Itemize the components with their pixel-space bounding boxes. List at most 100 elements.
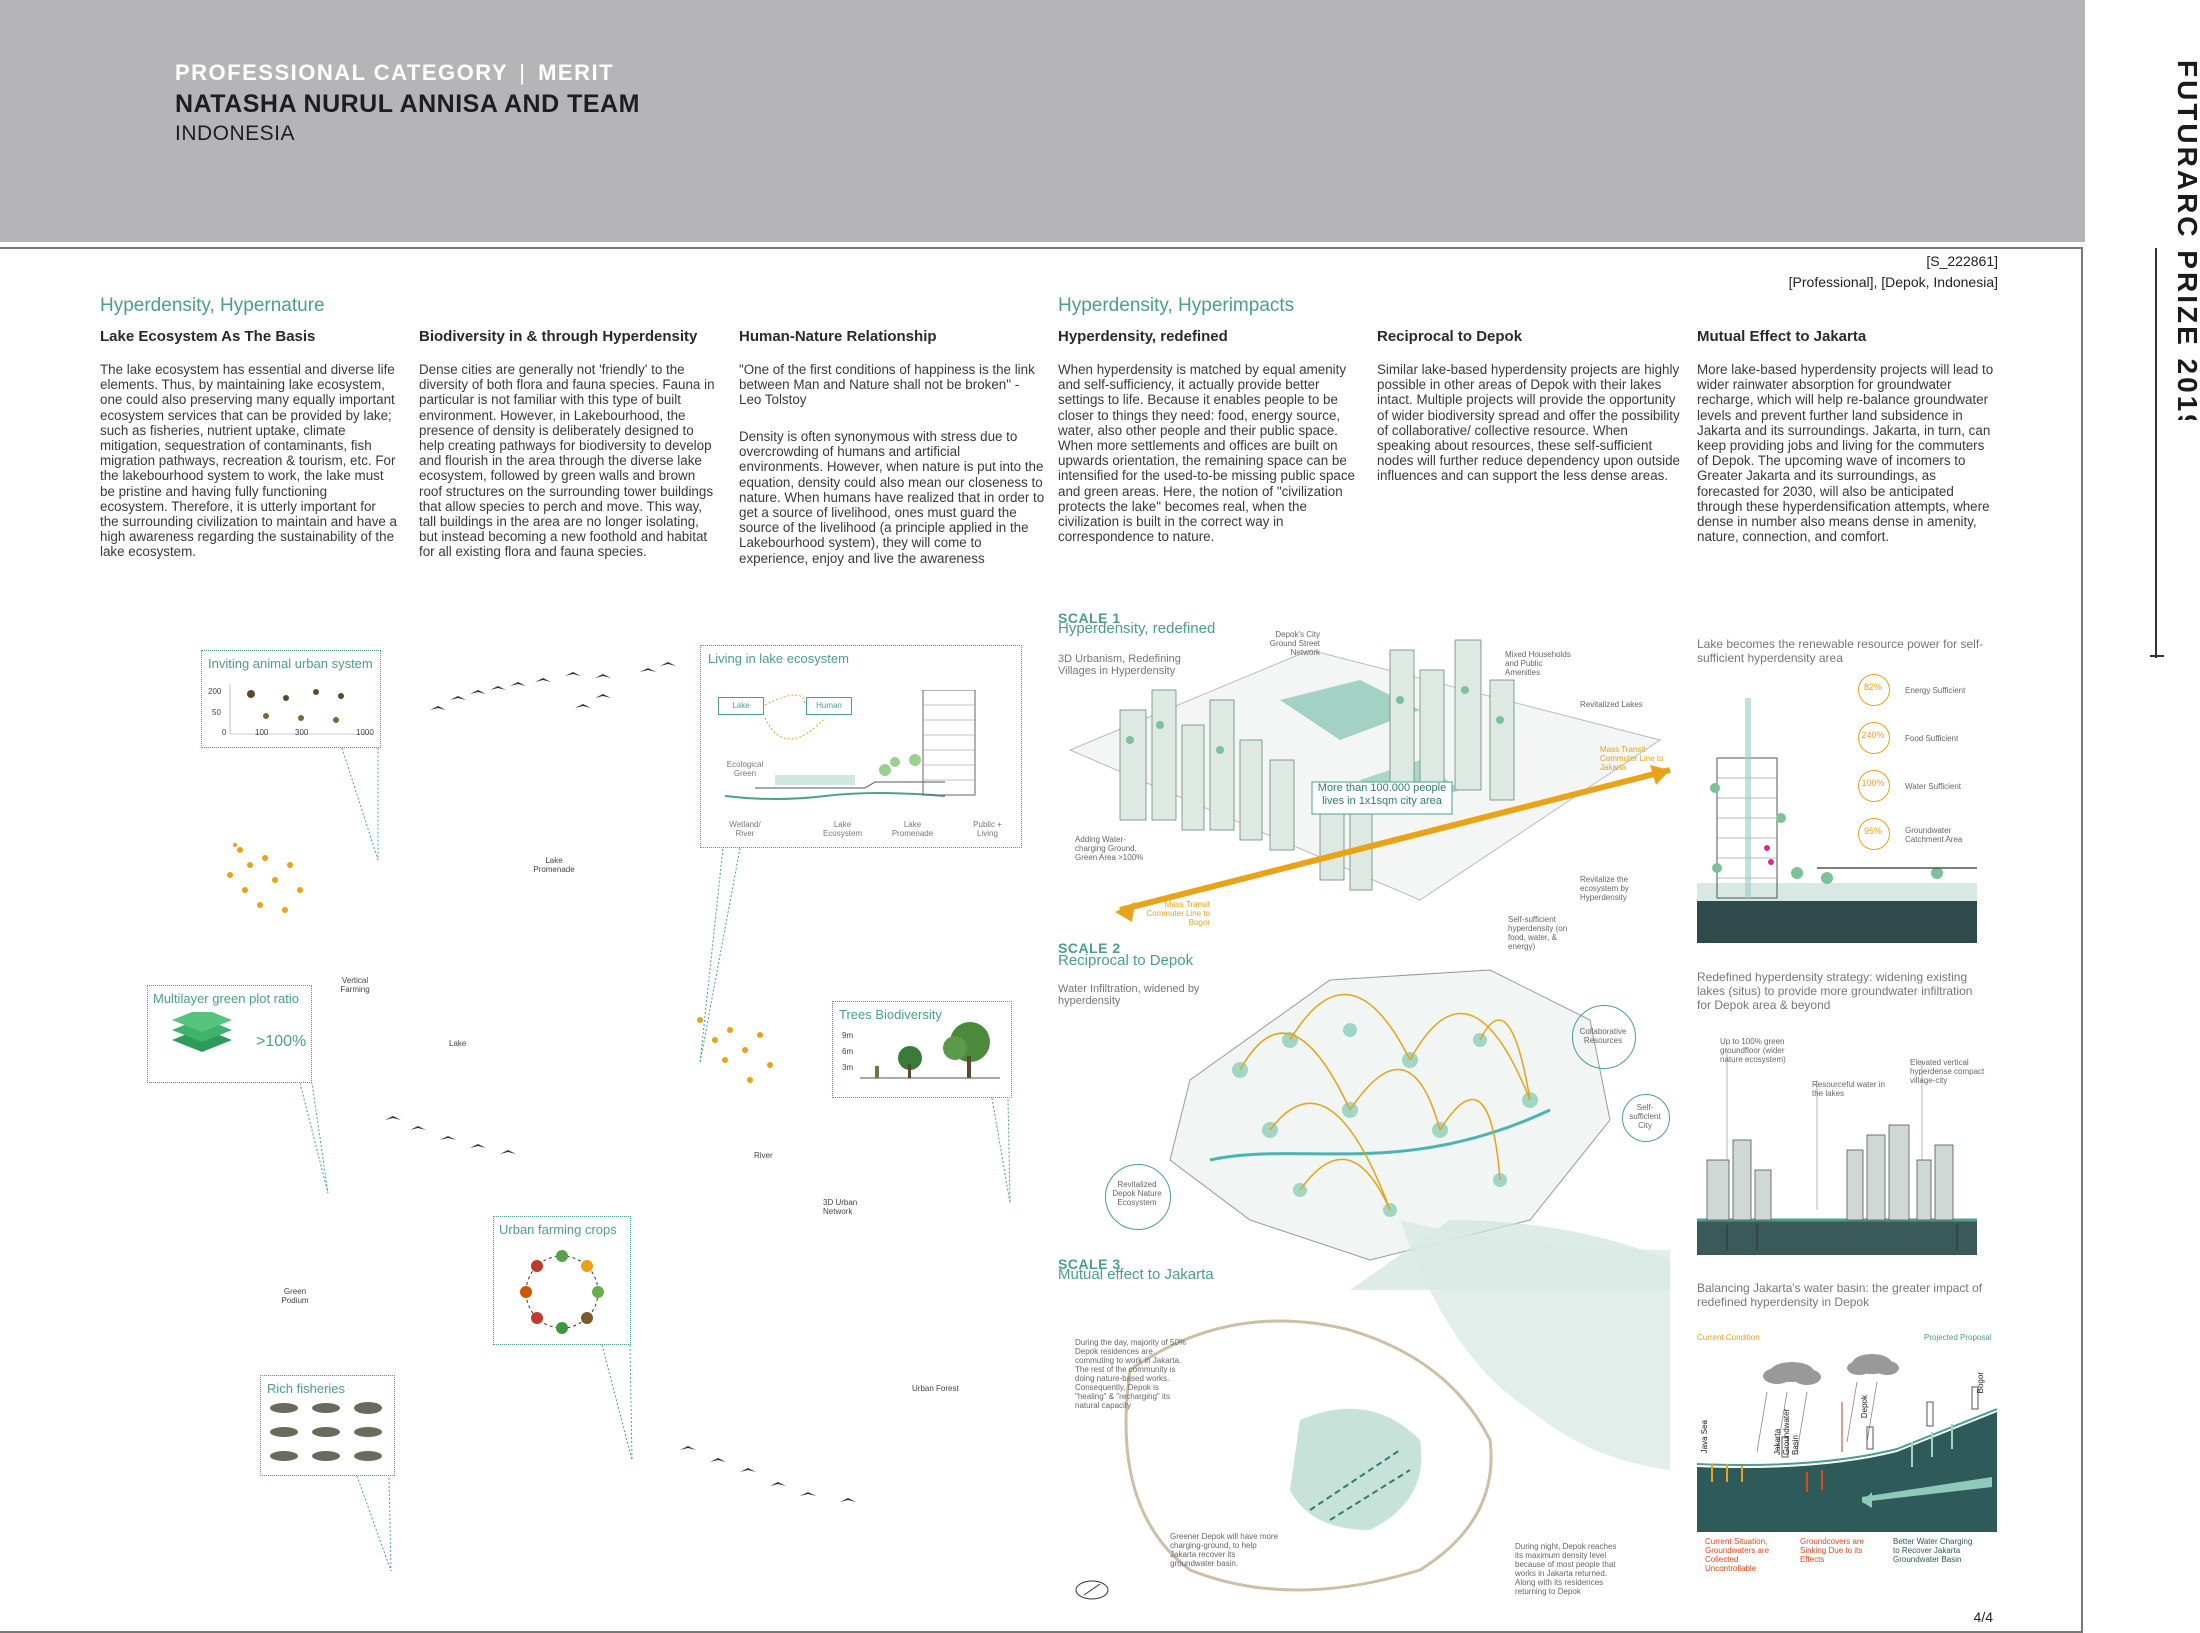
s3-note-2: Greener Depok will have more charging-gr… bbox=[1170, 1532, 1279, 1568]
callout-trees-pointer bbox=[991, 1098, 1011, 1204]
side-title: FUTURARC PRIZE 2019 bbox=[2172, 60, 2200, 420]
callout-trees bbox=[832, 1001, 1012, 1098]
butterflies-1 bbox=[227, 843, 303, 913]
trees-height-9m: 9m bbox=[842, 1031, 854, 1040]
scale1-desc: 3D Urbanism, Redefining Villages in Hype… bbox=[1058, 653, 1181, 677]
birds-flock-1 bbox=[430, 662, 676, 710]
lake-eco-box-lake: Lake bbox=[718, 697, 764, 715]
scale1-banner: More than 100.000 people lives in 1x1sqm… bbox=[1317, 782, 1447, 807]
award-label: MERIT bbox=[538, 60, 615, 85]
side-rule bbox=[2155, 248, 2157, 658]
stat-water-label: Water Sufficient bbox=[1905, 782, 1962, 791]
side-title-text: FUTURARC PRIZE 2019 bbox=[2172, 60, 2200, 420]
fish-grid bbox=[270, 1402, 382, 1461]
stat-ring-groundwater bbox=[1858, 818, 1890, 850]
green-layers-icon bbox=[172, 1012, 232, 1052]
header-band bbox=[0, 0, 2085, 242]
s2-ring-1 bbox=[1572, 1005, 1636, 1069]
side-rule-tick bbox=[2150, 655, 2164, 657]
stat-energy-value: 82% bbox=[1863, 682, 1882, 692]
s2-note-1: Collaborative Resources bbox=[1579, 1027, 1627, 1045]
right-section-title: Hyperdensity, Hyperimpacts bbox=[1058, 295, 1295, 316]
stat-energy-label: Energy Sufficient bbox=[1905, 686, 1966, 695]
scale1-sub: Hyperdensity, redefined bbox=[1058, 620, 1216, 637]
s1-note-7: Revitalize the ecosystem by Hyperdensity bbox=[1580, 875, 1629, 902]
col6-title: Mutual Effect to Jakarta bbox=[1697, 328, 1867, 345]
place-java-sea: Java Sea bbox=[1700, 1420, 1709, 1454]
col2-title: Biodiversity in & through Hyperdensity bbox=[419, 328, 698, 345]
s1-note-3: Revitalized Lakes bbox=[1580, 700, 1643, 709]
s2-ring-2 bbox=[1622, 1094, 1670, 1142]
p3-note-1: Current Situation, Groundwaters are Coll… bbox=[1705, 1537, 1770, 1573]
category-line: PROFESSIONAL CATEGORY | MERIT bbox=[175, 60, 614, 86]
s1-note-5: Adding Water-charging Ground, Green Area… bbox=[1075, 835, 1144, 862]
trees-height-3m: 3m bbox=[842, 1063, 854, 1072]
birds-flock-3 bbox=[680, 1446, 856, 1502]
col3-title: Human-Nature Relationship bbox=[739, 328, 937, 345]
country-name: INDONESIA bbox=[175, 122, 296, 145]
callout-green-ratio-pointer bbox=[300, 1083, 329, 1194]
label-river: River bbox=[754, 1151, 773, 1160]
s1-note-1: Depok's City Ground Street Network bbox=[1269, 630, 1320, 657]
col1-title: Lake Ecosystem As The Basis bbox=[100, 328, 316, 345]
callout-fisheries-title: Rich fisheries bbox=[267, 1381, 346, 1396]
place-bogor: Bogor bbox=[1976, 1372, 1985, 1394]
col3-quote: "One of the first conditions of happines… bbox=[739, 362, 1035, 408]
animal-axis-100: 100 bbox=[255, 728, 269, 737]
callout-lake-eco-title: Living in lake ecosystem bbox=[708, 651, 849, 666]
scale3-sub: Mutual effect to Jakarta bbox=[1058, 1266, 1214, 1283]
label-green-podium: Green Podium bbox=[281, 1287, 309, 1305]
scale3-label: SCALE 3 bbox=[1058, 1256, 1121, 1272]
category-label: PROFESSIONAL CATEGORY bbox=[175, 60, 508, 85]
col5-title: Reciprocal to Depok bbox=[1377, 328, 1523, 345]
s1-note-8: Self-sufficient hyperdensity (on food, w… bbox=[1508, 915, 1568, 951]
p3-projected-label: Projected Proposal bbox=[1924, 1333, 1992, 1342]
animal-axis-0: 0 bbox=[222, 728, 227, 737]
lake-eco-diagram bbox=[724, 690, 976, 800]
board-frame bbox=[0, 247, 2083, 1633]
panel3-basin-diagram bbox=[1697, 1354, 1997, 1532]
callout-animal-title: Inviting animal urban system bbox=[208, 656, 373, 671]
callout-lake-eco-pointer bbox=[699, 848, 741, 1064]
lake-eco-green: Ecological Green bbox=[726, 760, 764, 778]
scale3-jakarta-map bbox=[1075, 1220, 1670, 1600]
animal-axis-200: 200 bbox=[208, 687, 222, 696]
submission-id: [S_222861] bbox=[1926, 253, 1998, 269]
stat-ring-food bbox=[1858, 722, 1890, 754]
panel2-caption: Redefined hyperdensity strategy: widenin… bbox=[1697, 970, 1973, 1012]
stat-groundwater-label: Groundwater Catchment Area bbox=[1905, 826, 1963, 844]
s3-note-1: During the day, majority of 50% Depok re… bbox=[1075, 1338, 1187, 1410]
lake-eco-label-3: Lake Promenade bbox=[891, 820, 934, 838]
stat-food-label: Food Sufficient bbox=[1905, 734, 1959, 743]
crops-ring bbox=[520, 1250, 604, 1334]
scale1-axonometric bbox=[1068, 639, 1671, 922]
animal-axis-50: 50 bbox=[212, 708, 221, 717]
col4-title: Hyperdensity, redefined bbox=[1058, 328, 1228, 345]
label-lake-promenade: Lake Promenade bbox=[533, 856, 575, 874]
callout-fisheries bbox=[260, 1375, 395, 1476]
lake-eco-label-1: Wetland/ River bbox=[729, 820, 761, 838]
lakebourhood-plan bbox=[227, 662, 856, 1502]
p2-note-3: Elevated vertical hyperdense compact vil… bbox=[1910, 1058, 1985, 1085]
p3-current-label: Current Condition bbox=[1697, 1333, 1760, 1342]
callout-farming-title: Urban farming crops bbox=[499, 1222, 617, 1237]
col4-text: When hyperdensity is matched by equal am… bbox=[1058, 362, 1355, 545]
p3-note-2: Groundcovers are Sinking Due to its Effe… bbox=[1800, 1537, 1865, 1564]
s1-note-2: Mixed Households and Public Amenities bbox=[1505, 650, 1571, 677]
lake-eco-label-4: Public + Living bbox=[973, 820, 1002, 838]
p2-note-2: Resourceful water in the lakes bbox=[1812, 1080, 1885, 1098]
left-section-title: Hyperdensity, Hypernature bbox=[100, 295, 325, 316]
team-name: NATASHA NURUL ANNISA AND TEAM bbox=[175, 90, 640, 118]
col2-text: Dense cities are generally not 'friendly… bbox=[419, 362, 715, 560]
page-number: 4/4 bbox=[1973, 1609, 1993, 1625]
scale2-label: SCALE 2 bbox=[1058, 940, 1121, 956]
p3-note-3: Better Water Charging to Recover Jakarta… bbox=[1893, 1537, 1973, 1564]
place-jakarta-basin: Jakarta Groundwater Basin bbox=[1773, 1408, 1800, 1455]
category-separator: | bbox=[519, 60, 527, 85]
p2-note-1: Up to 100% green groundfloor (wider natu… bbox=[1720, 1037, 1786, 1064]
callout-green-ratio-title: Multilayer green plot ratio bbox=[153, 991, 299, 1006]
scale2-desc: Water Infiltration, widened by hyperdens… bbox=[1058, 983, 1200, 1007]
place-depok: Depok bbox=[1860, 1395, 1869, 1419]
label-lake: Lake bbox=[449, 1039, 467, 1048]
green-ratio-value: >100% bbox=[256, 1033, 307, 1050]
